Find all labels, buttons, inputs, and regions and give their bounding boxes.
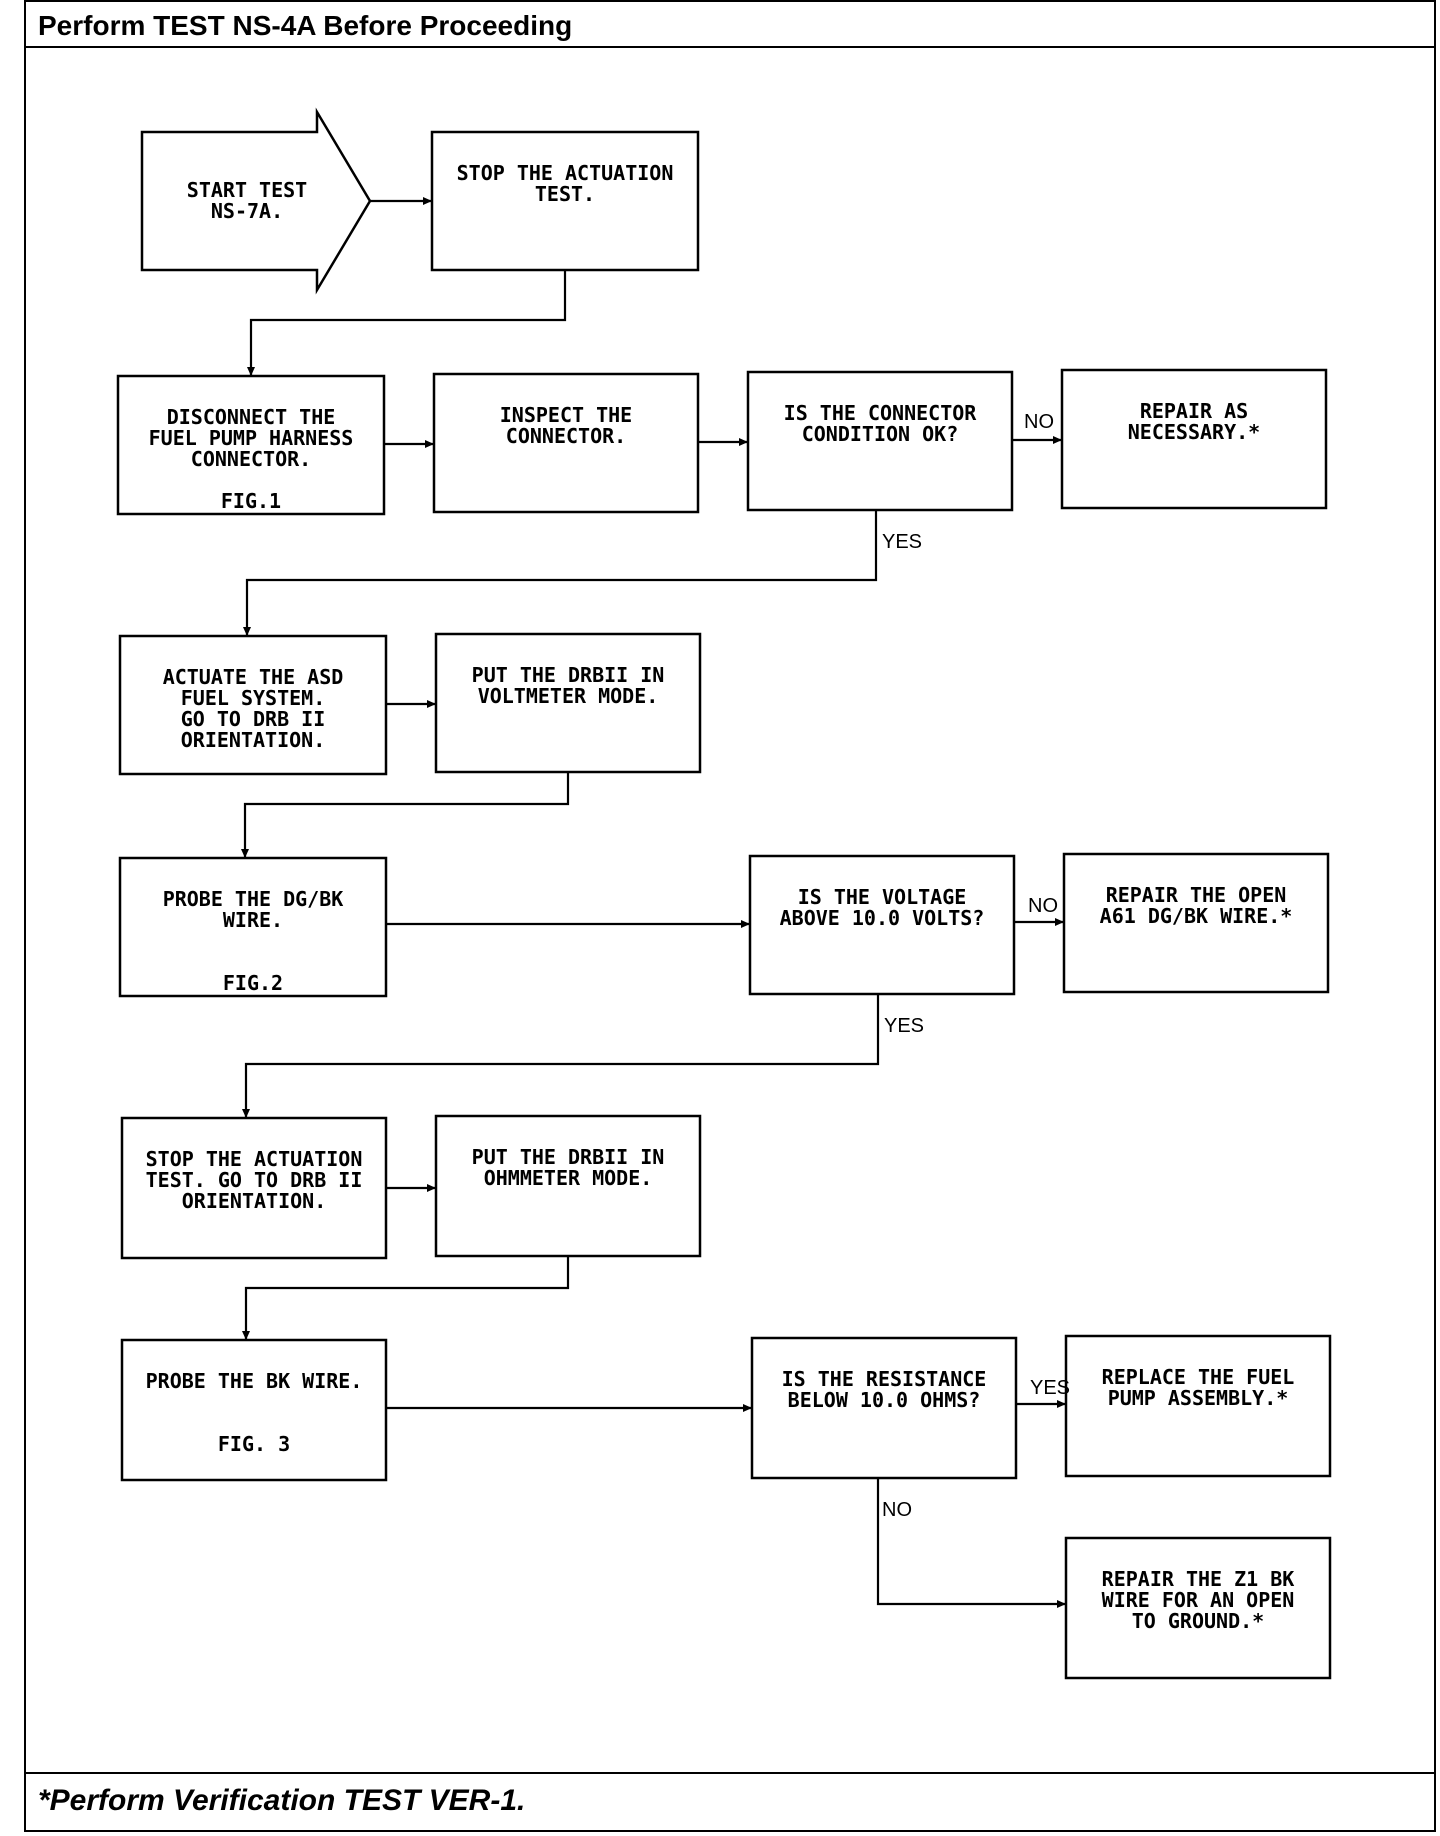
node-shape (748, 854, 1016, 996)
node-shape (120, 1338, 388, 1482)
node-text-line: GO TO DRB II (181, 707, 326, 731)
node-shape (1064, 1334, 1332, 1478)
node-text-line: BELOW 10.0 OHMS? (788, 1388, 981, 1412)
node-text-line: FIG. 3 (218, 1432, 290, 1456)
node-text-line: START TEST (187, 178, 307, 202)
node-text-line: VOLTMETER MODE. (478, 684, 659, 708)
node-text-line: ORIENTATION. (182, 1189, 327, 1213)
node-shape (120, 1116, 388, 1260)
node-shape (434, 632, 702, 774)
edge-stop-to-disconnect (247, 270, 567, 376)
node-text-line: ORIENTATION. (181, 728, 326, 752)
node-text-line: IS THE CONNECTOR (784, 401, 978, 425)
node-text-line: DISCONNECT THE (167, 405, 336, 429)
edge-label-resist-no: NO (882, 1499, 912, 1521)
header-bar: Perform TEST NS-4A Before Proceeding (26, 2, 1434, 48)
edge-voltq-yes (242, 994, 880, 1118)
node-text-line: TO GROUND.* (1132, 1609, 1264, 1633)
node-text-line: STOP THE ACTUATION (457, 161, 674, 185)
node-text-line: WIRE FOR AN OPEN (1102, 1588, 1295, 1612)
node-shape (116, 374, 386, 516)
node-text-line: FIG.2 (223, 971, 283, 995)
node-text-line: FUEL PUMP HARNESS (149, 426, 354, 450)
node-text-line: TEST. (535, 182, 595, 206)
edge-ohmmode-to-probebk (242, 1256, 570, 1340)
node-shape (118, 856, 388, 998)
edge-label-layer: NO YES NO YES YES NO (882, 411, 1070, 1521)
node-text-line: A61 DG/BK WIRE.* (1100, 904, 1293, 928)
edge-label-conn-yes: YES (882, 531, 922, 553)
diagram-frame: Perform TEST NS-4A Before Proceeding *Pe… (24, 0, 1436, 1832)
node-text-line: ABOVE 10.0 VOLTS? (780, 906, 985, 930)
footer-note: *Perform Verification TEST VER-1. (38, 1784, 526, 1817)
node-text-line: PROBE THE DG/BK (163, 887, 344, 911)
node-shape (434, 1114, 702, 1258)
node-text-line: IS THE RESISTANCE (782, 1367, 987, 1391)
node-text-line: ACTUATE THE ASD (163, 665, 344, 689)
edge-label-resist-yes: YES (1030, 1377, 1070, 1399)
node-text-line: PROBE THE BK WIRE. (146, 1369, 363, 1393)
node-text-line: CONDITION OK? (802, 422, 959, 446)
node-shape (1064, 1536, 1332, 1680)
edge-resistq-no (876, 1478, 1066, 1608)
edge-label-volt-yes: YES (884, 1015, 924, 1037)
edge-label-volt-no: NO (1028, 895, 1058, 917)
node-text-line: STOP THE ACTUATION (146, 1147, 363, 1171)
node-shape (1062, 852, 1330, 994)
node-text-line: FUEL SYSTEM. (181, 686, 326, 710)
header-title: Perform TEST NS-4A Before Proceeding (38, 10, 573, 41)
node-probe-bk: PROBE THE BK WIRE. FIG. 3 (120, 1338, 388, 1482)
node-text-line: REPAIR THE Z1 BK (1102, 1567, 1295, 1591)
node-text-line: CONNECTOR. (191, 447, 311, 471)
footer-bar: *Perform Verification TEST VER-1. (26, 1772, 1434, 1830)
edge-voltmode-to-probe (241, 772, 570, 858)
edge-layer (241, 197, 1066, 1608)
node-text-line: PUMP ASSEMBLY.* (1108, 1386, 1289, 1410)
node-shape (432, 372, 700, 514)
node-text-line: WIRE. (223, 908, 283, 932)
node-text-line: REPAIR AS (1140, 399, 1248, 423)
node-text-line: IS THE VOLTAGE (798, 885, 967, 909)
node-text-line: REPAIR THE OPEN (1106, 883, 1287, 907)
node-text-line: INSPECT THE (500, 403, 632, 427)
node-text-line: NS-7A. (211, 199, 283, 223)
node-shape (746, 370, 1014, 512)
edge-label-conn-no: NO (1024, 411, 1054, 433)
edge-connok-yes (243, 510, 878, 636)
node-text-line: REPLACE THE FUEL (1102, 1365, 1295, 1389)
node-text-line: FIG.1 (221, 489, 281, 513)
node-text-line: TEST. GO TO DRB II (146, 1168, 363, 1192)
node-shape (140, 107, 372, 295)
node-text-line: PUT THE DRBII IN (472, 1145, 665, 1169)
node-shape (118, 634, 388, 776)
node-text-line: OHMMETER MODE. (484, 1166, 653, 1190)
node-shape (430, 130, 700, 272)
node-shape (750, 1336, 1018, 1480)
node-text-line: CONNECTOR. (506, 424, 626, 448)
node-text-line: PUT THE DRBII IN (472, 663, 665, 687)
node-text-line: NECESSARY.* (1128, 420, 1260, 444)
node-shape (1060, 368, 1328, 510)
